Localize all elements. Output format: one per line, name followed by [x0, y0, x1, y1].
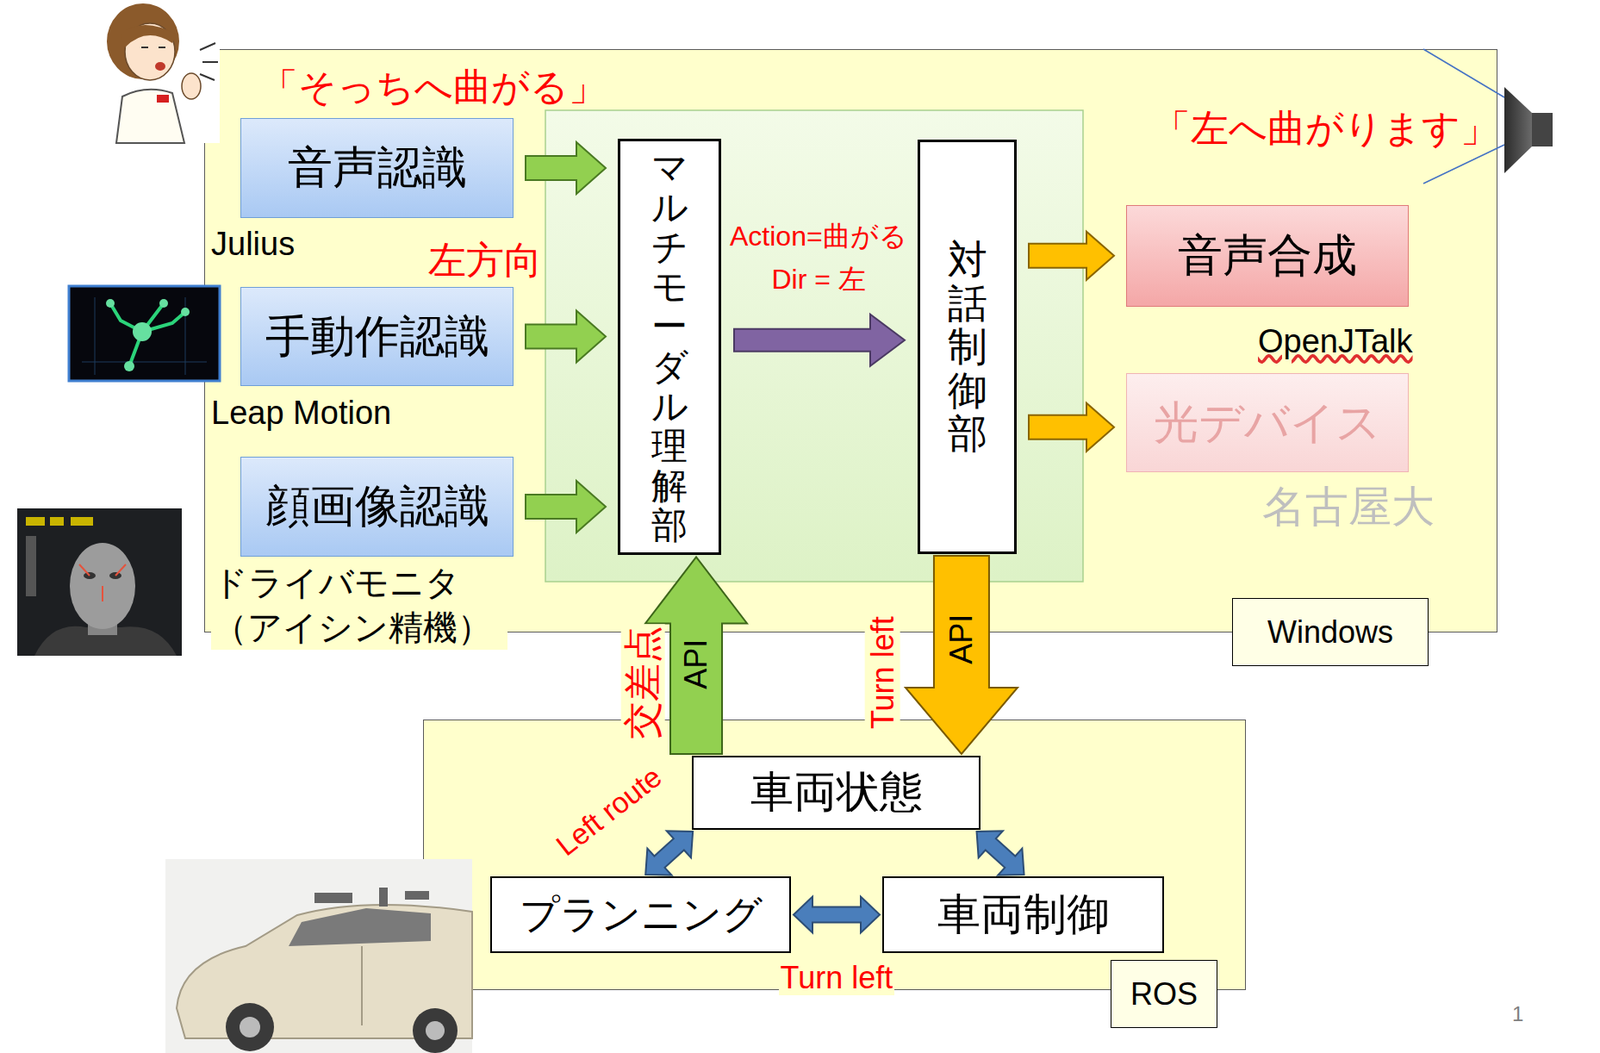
recognizer-box: 手動作認識 — [240, 286, 514, 386]
speaking-person — [120, 24, 177, 48]
output-box: 光デバイス — [1126, 373, 1409, 473]
speaker-icon — [1504, 87, 1532, 174]
speaking-person — [106, 0, 220, 144]
hand-tracking-screenshot — [180, 307, 190, 317]
speaker-icon — [1423, 49, 1505, 98]
edge-label: Turn left — [778, 959, 896, 996]
vehicle-box: 車両制御 — [882, 876, 1165, 953]
hand-tracking-screenshot — [159, 298, 169, 308]
speaking-person — [181, 73, 201, 100]
robot-car-photo — [404, 890, 430, 900]
speaking-person — [199, 74, 215, 81]
speaking-person — [199, 43, 216, 50]
hand-tracking-screenshot — [68, 286, 220, 381]
robot-car-photo — [412, 1008, 458, 1053]
driver-monitor-photo — [25, 516, 45, 526]
output-value: Action=曲がる — [729, 220, 908, 253]
utterance-text: 「そっちへ曲がる」 — [260, 65, 607, 110]
platform-label: Windows — [1232, 597, 1429, 667]
box-label: プランニング — [519, 891, 763, 938]
robot-car-photo — [361, 946, 363, 1026]
box-label: 顔画像認識 — [265, 480, 490, 533]
api-arrow — [905, 555, 1018, 754]
speaking-person — [116, 89, 185, 144]
speaking-person — [155, 62, 166, 71]
box-label: 音声合成 — [1177, 230, 1358, 282]
hand-tracking-screenshot — [94, 297, 96, 375]
output-arrow — [1028, 231, 1115, 281]
box-label: マルチモーダル理解部 — [651, 148, 688, 547]
dialog-control-box: 対話制御部 — [917, 139, 1017, 555]
ros-link-arrow — [645, 830, 693, 875]
box-label: 車両状態 — [750, 767, 923, 818]
speaking-person — [158, 46, 166, 49]
robot-car-photo — [314, 892, 353, 903]
driver-monitor-photo — [17, 508, 182, 656]
utterance-text: 「左へ曲がります」 — [1152, 106, 1499, 151]
module-name: Leap Motion — [211, 394, 392, 433]
api-label: API — [943, 611, 979, 666]
module-name: 名古屋大 — [1262, 482, 1435, 533]
hand-tracking-screenshot — [124, 361, 135, 372]
robot-car-photo — [288, 908, 431, 947]
driver-monitor-photo — [17, 508, 182, 656]
speaking-person — [202, 61, 218, 63]
hand-tracking-screenshot — [68, 286, 220, 381]
driver-monitor-photo — [49, 516, 64, 526]
robot-car-photo — [239, 1016, 261, 1038]
ros-link-arrow — [793, 896, 880, 934]
driver-monitor-photo — [70, 516, 94, 526]
robot-car-photo — [379, 887, 388, 907]
speaker-icon — [1531, 112, 1553, 147]
input-arrow — [525, 311, 606, 363]
module-name: OpenJTalk — [1257, 323, 1414, 362]
speaking-person — [141, 46, 149, 49]
hand-tracking-screenshot — [81, 361, 207, 363]
box-label: 対話制御部 — [947, 237, 988, 456]
box-label: 光デバイス — [1153, 397, 1382, 449]
hand-tracking-screenshot — [129, 303, 164, 367]
driver-monitor-photo — [69, 542, 136, 629]
box-label: 車両制御 — [937, 890, 1110, 941]
hand-tracking-screenshot — [132, 322, 152, 342]
annotation-text: Turn left — [864, 614, 900, 731]
robot-car-photo — [225, 1002, 274, 1052]
speaker-icon — [1423, 144, 1505, 184]
intent-arrow — [734, 314, 905, 367]
understanding-box: マルチモーダル理解部 — [617, 138, 722, 556]
module-group-region — [545, 110, 1084, 582]
speaking-person — [156, 94, 169, 103]
robot-car-photo — [165, 859, 473, 1053]
module-name: ドライバモニタ （アイシン精機） — [211, 560, 508, 650]
recognizer-box: 音声認識 — [240, 118, 514, 218]
box-label: 音声認識 — [287, 142, 467, 194]
speaking-person — [106, 0, 220, 144]
driver-monitor-photo — [115, 564, 126, 576]
speaking-person — [106, 3, 180, 80]
platform-label: ROS — [1110, 959, 1218, 1028]
robot-car-photo — [165, 859, 473, 1053]
input-arrow — [525, 480, 606, 533]
page-number: 1 — [1512, 1002, 1524, 1027]
recognizer-box: 顔画像認識 — [240, 456, 514, 557]
output-box: 音声合成 — [1126, 205, 1409, 307]
module-group-region — [545, 110, 1084, 582]
edge-label: 左方向 — [426, 238, 544, 283]
robot-car-photo — [425, 1021, 445, 1040]
annotation-text: 交差点 — [621, 623, 666, 741]
hand-tracking-screenshot — [105, 298, 115, 308]
driver-monitor-photo — [101, 585, 104, 602]
input-arrow — [525, 142, 606, 194]
ros-region: ROS車両状態プランニング車両制御 — [423, 719, 1246, 990]
ros-link-arrow — [977, 830, 1025, 875]
box-label: 手動作認識 — [265, 311, 490, 363]
vehicle-box: 車両状態 — [691, 755, 981, 830]
driver-monitor-photo — [25, 535, 37, 597]
output-value: Dir = 左 — [771, 263, 866, 296]
module-name: Julius — [211, 225, 295, 264]
api-label: API — [678, 637, 714, 692]
output-arrow — [1028, 403, 1115, 452]
vehicle-box: プランニング — [490, 876, 791, 953]
driver-monitor-photo — [79, 564, 90, 576]
